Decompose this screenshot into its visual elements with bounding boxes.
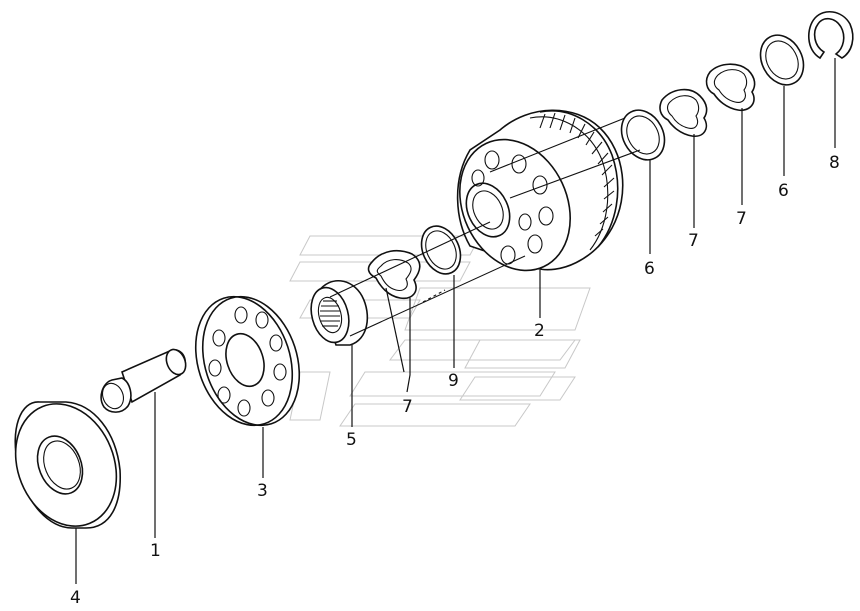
callout-3: 3 [257,481,268,501]
callout-8: 8 [829,153,840,173]
part-6-ring-left [620,109,666,161]
part-9-ring [420,225,462,275]
callout-6-left: 6 [644,259,655,279]
leader-lines [75,58,836,584]
part-5-spherical-bushing [310,280,369,346]
callout-6-right: 6 [778,181,789,201]
callout-9: 9 [448,371,459,391]
callout-4: 4 [70,588,81,608]
callout-5: 5 [346,430,357,450]
callout-7-right: 7 [736,209,747,229]
assembly-axis-lines [329,117,641,337]
callout-7-bottom: 7 [402,397,413,417]
part-7-washer-left [367,249,421,300]
part-1-pin [100,348,187,413]
part-3-retainer-plate [194,295,301,427]
callout-7-middle: 7 [688,231,699,251]
callout-labels: 1 2 3 4 5 6 6 7 7 7 8 9 [70,153,840,608]
part-6-ring-right [759,34,805,86]
part-4-thrust-plate [14,401,121,529]
part-8-snap-ring [808,11,854,60]
part-2-cylinder-block [456,109,624,272]
callout-2: 2 [534,321,545,341]
part-7-washer-middle [659,88,708,138]
callout-1: 1 [150,541,161,561]
part-7-washer-right [705,63,756,112]
